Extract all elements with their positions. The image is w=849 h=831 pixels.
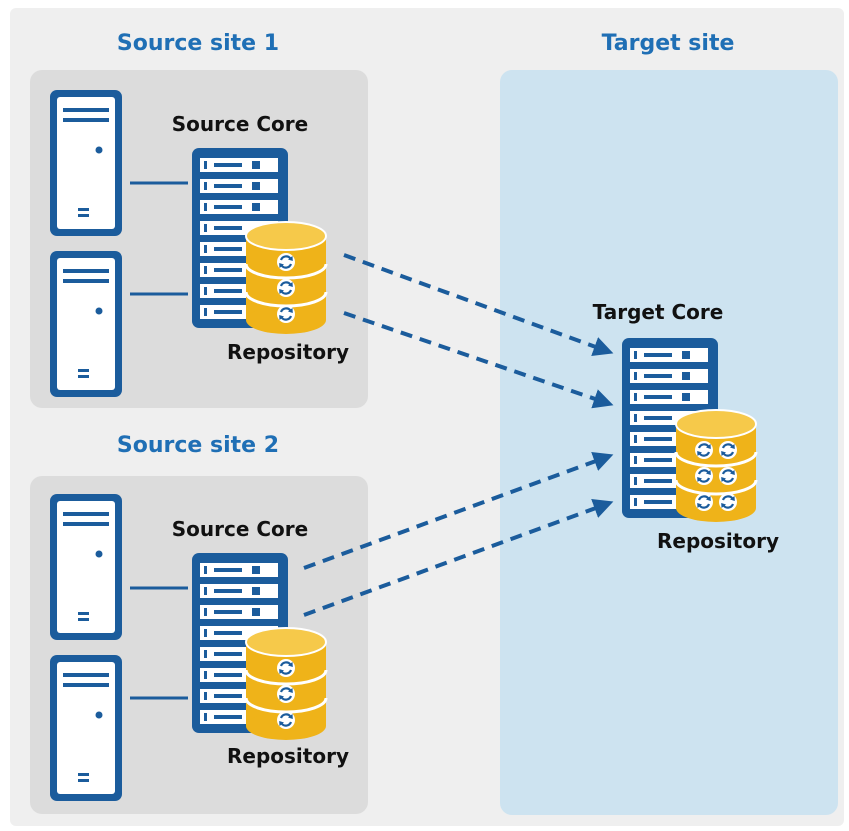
- tower-server-icon: [50, 655, 122, 801]
- source-site-2: Source site 2 Source Core Repository: [30, 433, 368, 814]
- replication-arrow: [303, 452, 614, 570]
- replication-arrow: [343, 311, 614, 409]
- tower-server-icon: [50, 90, 122, 236]
- repository-2-label: Repository: [227, 744, 349, 768]
- tower-server-icon: [50, 494, 122, 640]
- source-site-2-title: Source site 2: [117, 433, 279, 458]
- replication-arrow: [303, 499, 614, 617]
- source-site-1-title: Source site 1: [117, 31, 279, 56]
- database-icon: [246, 628, 326, 740]
- source-core-1-label: Source Core: [172, 112, 308, 136]
- source-site-1: Source site 1 Source Core Repository: [30, 31, 368, 408]
- target-site-title: Target site: [602, 31, 735, 56]
- target-repository-label: Repository: [657, 529, 779, 553]
- target-site: Target site Target Core Repository: [500, 31, 838, 815]
- replication-arrow: [343, 253, 614, 356]
- replication-arrows: [303, 253, 614, 617]
- database-icon: [676, 410, 756, 522]
- target-core-label: Target Core: [593, 300, 724, 324]
- source-core-2-label: Source Core: [172, 517, 308, 541]
- repository-1-label: Repository: [227, 340, 349, 364]
- tower-server-icon: [50, 251, 122, 397]
- database-icon: [246, 222, 326, 334]
